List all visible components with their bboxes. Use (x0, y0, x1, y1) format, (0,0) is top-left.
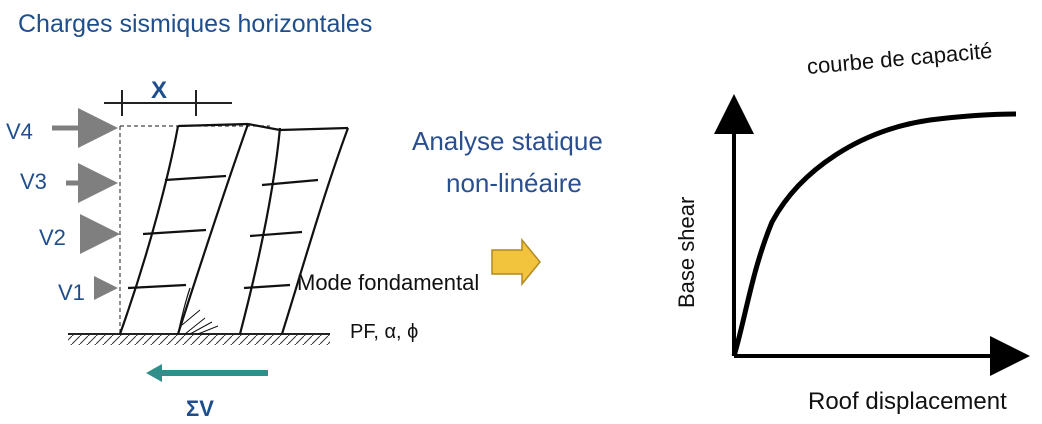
y-axis-label: Base shear (674, 196, 699, 308)
page-title: Charges sismiques horizontales (18, 10, 373, 38)
sum-v-arrow (146, 364, 268, 382)
x-axis-label: Roof displacement (808, 388, 1007, 415)
base-shear-sum-label: ΣV (186, 396, 214, 421)
load-label-v2: V2 (39, 225, 66, 250)
mode-label: Mode fondamental (297, 270, 480, 295)
dimension-x (104, 90, 232, 116)
load-label-v3: V3 (20, 169, 47, 194)
ground (68, 333, 330, 345)
mode-params: PF, α, ϕ (350, 321, 419, 343)
dimension-x-label: X (151, 77, 168, 104)
load-label-v1: V1 (58, 280, 85, 305)
undeformed-frame (119, 125, 270, 334)
capacity-curve (731, 111, 1017, 357)
load-arrows (52, 108, 120, 300)
load-label-v4: V4 (6, 119, 33, 144)
analysis-title-line2: non-linéaire (446, 168, 582, 198)
deformed-frame (118, 122, 350, 335)
flow-arrow (491, 237, 541, 287)
analysis-title-line1: Analyse statique (412, 126, 603, 156)
capacity-axes (714, 94, 1030, 376)
